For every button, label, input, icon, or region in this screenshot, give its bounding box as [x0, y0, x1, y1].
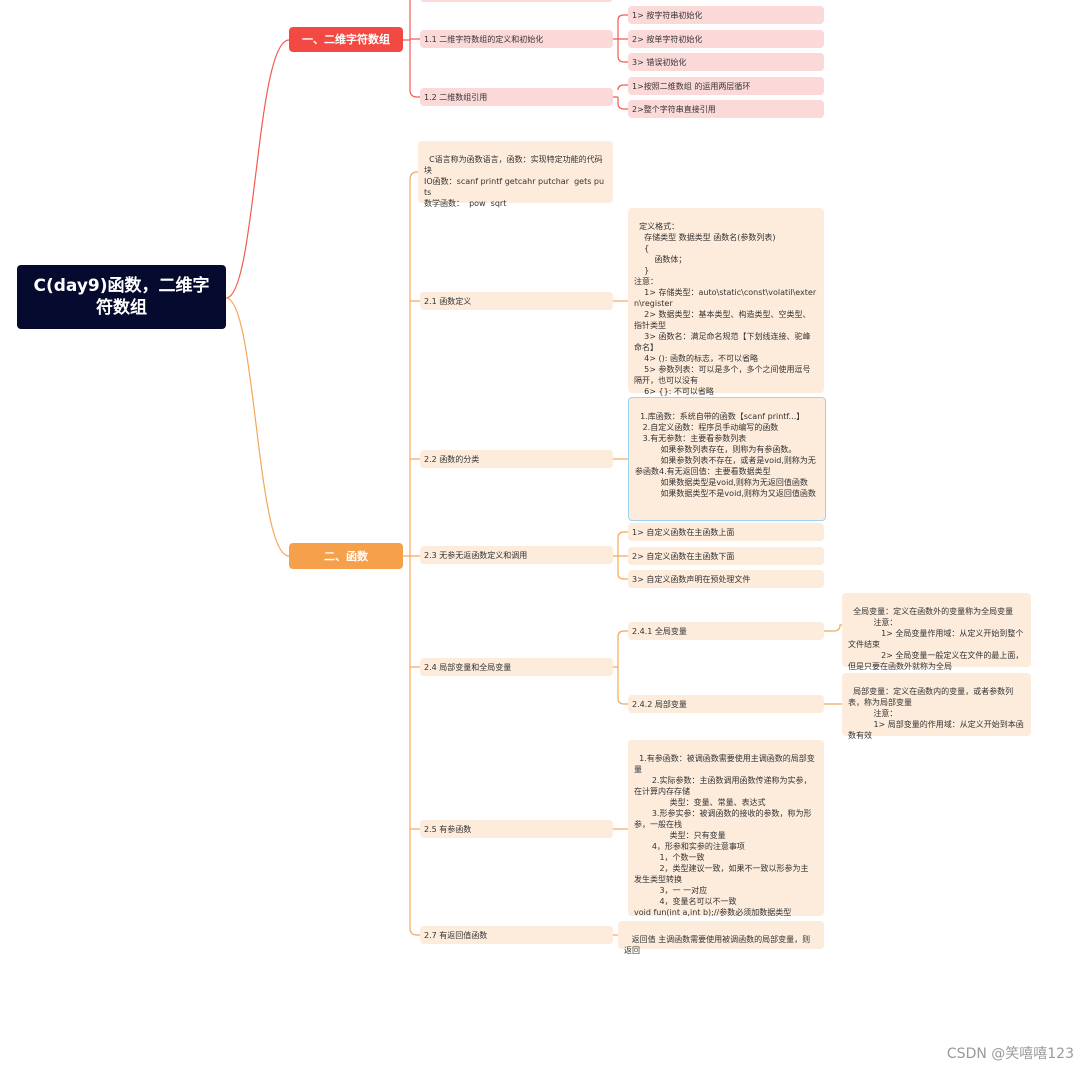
- item-1-1-3[interactable]: 3> 错误初始化: [628, 53, 824, 71]
- root-title: C(day9)函数，二维字符数组: [33, 276, 210, 318]
- sub-title: 2.1 函数定义: [424, 296, 472, 306]
- note-text: 1.有参函数：被调函数需要使用主调函数的局部变量 2.实际参数：主函数调用函数传…: [634, 754, 815, 917]
- sub-title: 2.5 有参函数: [424, 824, 472, 834]
- item-1-2-2[interactable]: 2>整个字符串直接引用: [628, 100, 824, 118]
- sub-node-2-7[interactable]: 2.7 有返回值函数: [420, 926, 613, 944]
- sub-node-2-3[interactable]: 2.3 无参无返函数定义和调用: [420, 546, 613, 564]
- connector-1-1-items: [613, 14, 628, 63]
- sub-node-2-1[interactable]: 2.1 函数定义: [420, 292, 613, 310]
- item-label: 2> 按单字符初始化: [632, 34, 703, 44]
- sub-title: 2.7 有返回值函数: [424, 930, 488, 940]
- branch-title: 二、函数: [324, 549, 368, 563]
- sub-node-2-2[interactable]: 2.2 函数的分类: [420, 450, 613, 468]
- note-text: 返回值 主调函数需要使用被调函数的局部变量，则返回: [624, 935, 811, 955]
- note-text: 定义格式： 存储类型 数据类型 函数名(参数列表) { 函数体； } 注意： 1…: [634, 222, 817, 396]
- item-2-3-2[interactable]: 2> 自定义函数在主函数下面: [628, 547, 824, 565]
- intro-node[interactable]: C语言称为函数语言，函数：实现特定功能的代码块 IO函数：scanf print…: [418, 141, 613, 208]
- item-label: 1> 按字符串初始化: [632, 10, 703, 20]
- sub-title: 1.1 二维字符数组的定义和初始化: [424, 34, 544, 44]
- text-node-2-7[interactable]: 返回值 主调函数需要使用被调函数的局部变量，则返回: [618, 921, 824, 955]
- connector-root-branch1: [225, 39, 290, 299]
- sub-title: 2.2 函数的分类: [424, 454, 480, 464]
- branch-node-functions[interactable]: 二、函数: [289, 543, 403, 569]
- item-1-1-2[interactable]: 2> 按单字符初始化: [628, 30, 824, 48]
- connector-2-3-items: [613, 531, 628, 580]
- sub-node-1-1[interactable]: 1.1 二维字符数组的定义和初始化: [420, 30, 613, 48]
- sub-title: 2.4.1 全局变量: [632, 626, 687, 636]
- sub-node-2-4[interactable]: 2.4 局部变量和全局变量: [420, 658, 613, 676]
- top-clipped-node: [420, 0, 613, 2]
- item-2-3-3[interactable]: 3> 自定义函数声明在预处理文件: [628, 570, 824, 588]
- note-text: 1.库函数：系统自带的函数【scanf printf...】 2.自定义函数：程…: [635, 412, 816, 498]
- text-node-2-2[interactable]: 1.库函数：系统自带的函数【scanf printf...】 2.自定义函数：程…: [628, 397, 826, 521]
- sub-title: 2.4 局部变量和全局变量: [424, 662, 512, 672]
- sub-node-2-4-1[interactable]: 2.4.1 全局变量: [628, 622, 824, 640]
- item-2-3-1[interactable]: 1> 自定义函数在主函数上面: [628, 523, 824, 541]
- branch-title: 一、二维字符数组: [302, 33, 390, 46]
- connector-branch1-spine: [403, 0, 420, 98]
- connector-1-2-items: [613, 84, 628, 110]
- item-label: 1> 自定义函数在主函数上面: [632, 527, 735, 537]
- text-node-2-4-2[interactable]: 局部变量：定义在函数内的变量，或者参数列表，称为局部变量 注意： 1> 局部变量…: [842, 673, 1031, 740]
- connector-branch2-subs: [410, 300, 420, 830]
- text-node-2-4-1[interactable]: 全局变量：定义在函数外的变量称为全局变量 注意： 1> 全局变量作用域：从定义开…: [842, 593, 1031, 671]
- sub-node-2-4-2[interactable]: 2.4.2 局部变量: [628, 695, 824, 713]
- intro-text: C语言称为函数语言，函数：实现特定功能的代码块 IO函数：scanf print…: [424, 155, 605, 208]
- sub-node-1-2[interactable]: 1.2 二维数组引用: [420, 88, 613, 106]
- item-label: 3> 自定义函数声明在预处理文件: [632, 574, 751, 584]
- item-label: 2>整个字符串直接引用: [632, 104, 716, 114]
- sub-title: 2.4.2 局部变量: [632, 699, 687, 709]
- item-1-2-1[interactable]: 1>按照二维数组 的运用两层循环: [628, 77, 824, 95]
- watermark: CSDN @笑嘻嘻123: [946, 1046, 1074, 1062]
- note-text: 全局变量：定义在函数外的变量称为全局变量 注意： 1> 全局变量作用域：从定义开…: [848, 607, 1024, 671]
- sub-title: 1.2 二维数组引用: [424, 92, 488, 102]
- text-node-2-5[interactable]: 1.有参函数：被调函数需要使用主调函数的局部变量 2.实际参数：主函数调用函数传…: [628, 740, 824, 917]
- item-label: 2> 自定义函数在主函数下面: [632, 551, 735, 561]
- item-label: 3> 错误初始化: [632, 57, 687, 67]
- item-1-1-1[interactable]: 1> 按字符串初始化: [628, 6, 824, 24]
- sub-title: 2.3 无参无返函数定义和调用: [424, 550, 528, 560]
- branch-node-2d-char-array[interactable]: 一、二维字符数组: [289, 27, 403, 52]
- note-text: 局部变量：定义在函数内的变量，或者参数列表，称为局部变量 注意： 1> 局部变量…: [848, 687, 1024, 740]
- item-label: 1>按照二维数组 的运用两层循环: [632, 81, 751, 91]
- sub-node-2-5[interactable]: 2.5 有参函数: [420, 820, 613, 838]
- root-node[interactable]: C(day9)函数，二维字符数组: [17, 265, 226, 329]
- connector-root-branch2: [225, 297, 290, 557]
- text-node-2-1[interactable]: 定义格式： 存储类型 数据类型 函数名(参数列表) { 函数体； } 注意： 1…: [628, 208, 824, 396]
- connector-2-4-subs: [613, 630, 628, 705]
- connector-2-4-1-text: [824, 624, 842, 632]
- connector-branch2-spine: [403, 171, 420, 936]
